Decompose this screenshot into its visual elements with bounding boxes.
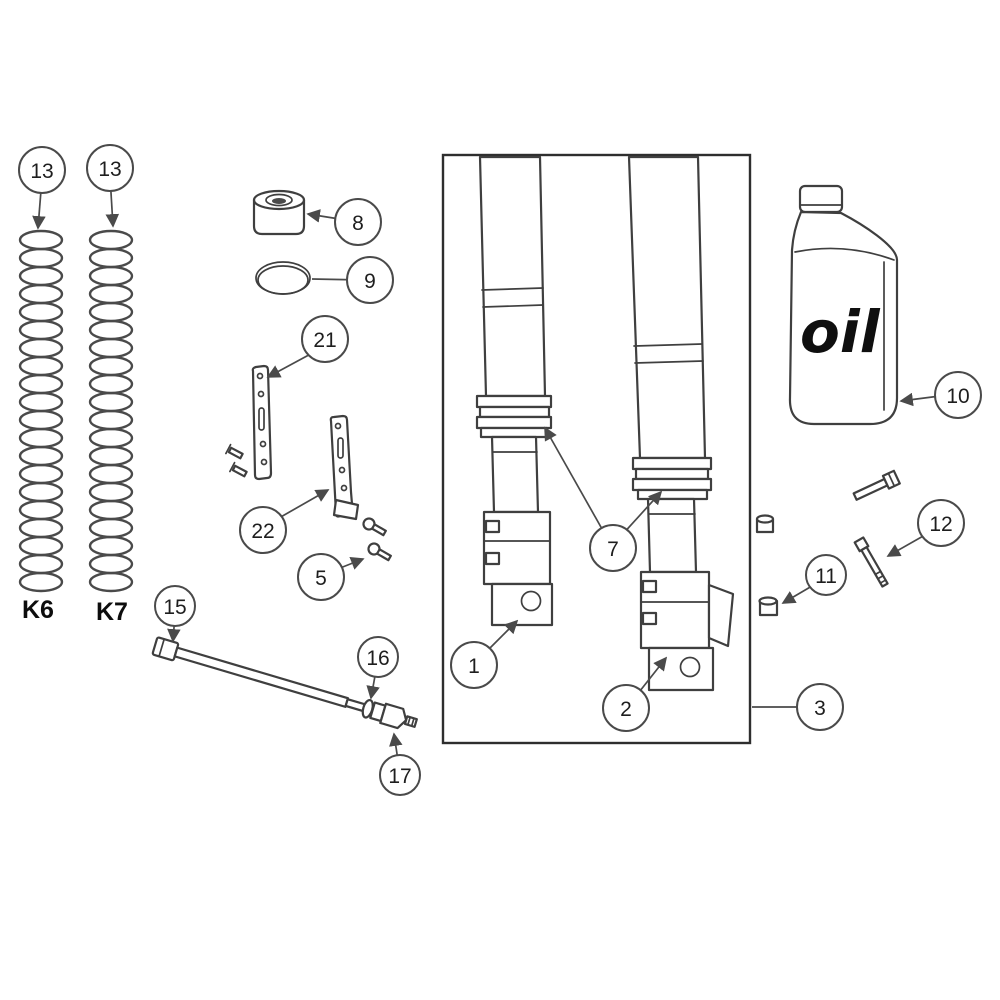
- callout-15-number: 15: [163, 596, 186, 619]
- fasteners-11-12: [755, 469, 901, 617]
- callout-9: 9: [311, 256, 394, 304]
- callout-7: 7: [544, 426, 663, 572]
- fork-leg-right: [627, 155, 735, 692]
- callout-10-number: 10: [946, 385, 969, 408]
- small-bolt: [852, 469, 901, 501]
- callout-22-number: 22: [251, 520, 274, 543]
- callout-1: 1: [450, 619, 519, 689]
- callout-11: 11: [781, 554, 847, 604]
- callout-8-number: 8: [352, 212, 364, 235]
- callout-22: 22: [239, 489, 330, 554]
- callout-16-number: 16: [366, 647, 389, 670]
- callout-13-left: 13: [18, 146, 66, 230]
- callout-13-left-number: 13: [30, 160, 53, 183]
- callout-13-right: 13: [86, 144, 134, 228]
- oil-bottle: oil: [788, 184, 899, 426]
- callout-7-number: 7: [607, 538, 619, 561]
- callout-2: 2: [602, 656, 668, 732]
- threaded-stud: [853, 536, 889, 588]
- callout-10: 10: [899, 371, 982, 419]
- fork-frame-box: [441, 153, 752, 745]
- callout-5-number: 5: [315, 567, 327, 590]
- spring-k6: [18, 229, 64, 593]
- callout-13-right-number: 13: [98, 158, 121, 181]
- callout-17: 17: [379, 732, 421, 796]
- spring-k7: [88, 229, 134, 593]
- callout-8: 8: [306, 198, 382, 246]
- callout-16: 16: [357, 636, 399, 700]
- callout-15: 15: [154, 585, 196, 643]
- callout-17-number: 17: [388, 765, 411, 788]
- callout-1-number: 1: [468, 655, 480, 678]
- fork-leg-left: [475, 155, 554, 627]
- small-nut-top: [755, 514, 775, 534]
- callout-9-number: 9: [364, 270, 376, 293]
- spring-k6-label: K6: [22, 596, 54, 624]
- callout-12-number: 12: [929, 513, 952, 536]
- oil-label: oil: [800, 298, 881, 366]
- callout-21-number: 21: [313, 329, 336, 352]
- spring-k7-label: K7: [96, 598, 128, 626]
- callout-21: 21: [266, 315, 349, 378]
- part-22-bracket: [329, 414, 360, 521]
- part-8-top-cap: [252, 189, 306, 236]
- callout-5: 5: [297, 553, 365, 601]
- callout-2-number: 2: [620, 698, 632, 721]
- axle-assembly: [151, 636, 418, 730]
- callout-3: 3: [752, 683, 844, 731]
- part-21-bracket: [225, 364, 273, 481]
- callout-12: 12: [886, 499, 965, 557]
- callout-11-number: 11: [815, 565, 837, 588]
- part-5-screws: [362, 517, 392, 562]
- callout-3-number: 3: [814, 697, 826, 720]
- small-nut-bottom: [758, 596, 779, 617]
- part-9-oring: [255, 261, 311, 295]
